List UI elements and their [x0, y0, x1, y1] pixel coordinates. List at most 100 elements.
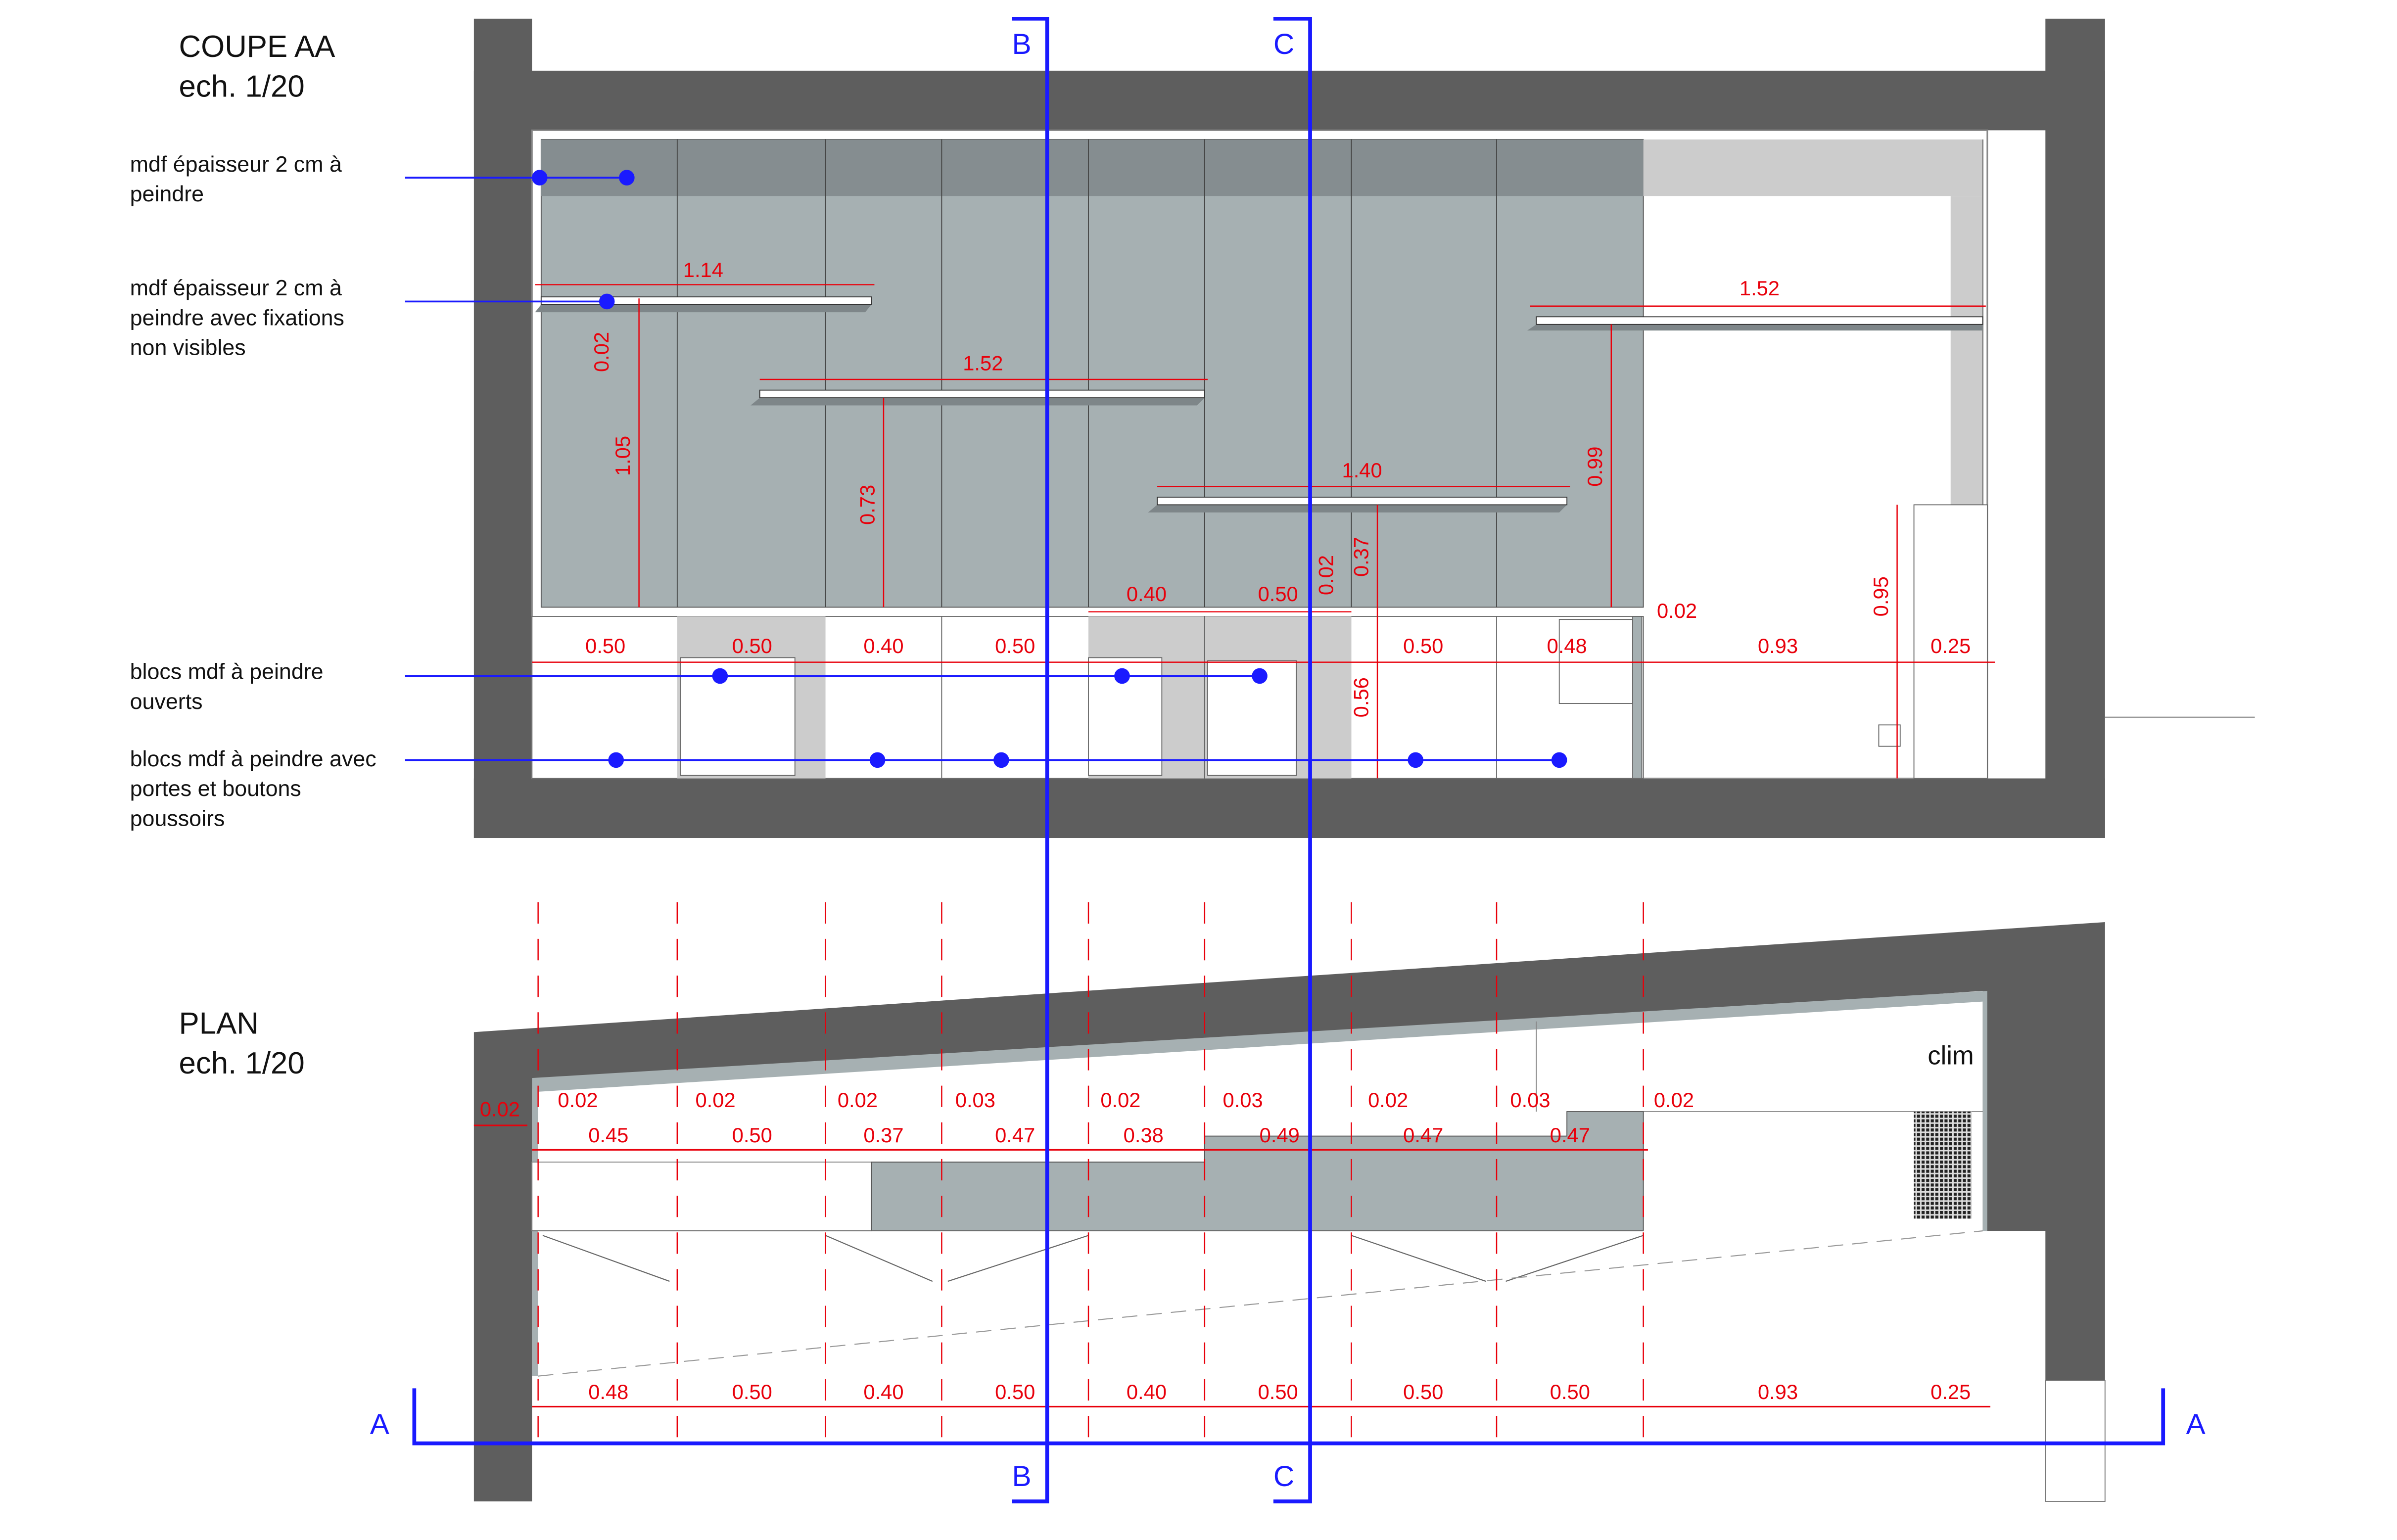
plan-width-label: 0.40 — [863, 1380, 903, 1403]
depth-label: 0.47 — [1550, 1123, 1590, 1147]
window — [2045, 1380, 2106, 1502]
depth-label: 0.37 — [863, 1123, 903, 1147]
thickness-label: 0.02 — [1100, 1088, 1140, 1112]
top-panel — [541, 139, 1644, 196]
door-swings — [542, 1235, 1644, 1282]
shelves — [535, 296, 1983, 513]
height-label: 0.73 — [855, 485, 879, 525]
annotation-text: mdf épaisseur 2 cm à — [130, 276, 342, 300]
cabinet-footprint — [871, 1111, 1644, 1232]
plan-width-label: 0.50 — [1258, 1380, 1298, 1403]
section-label-c-bottom: C — [1273, 1460, 1294, 1493]
width-label: 0.50 — [1403, 634, 1443, 657]
shelf-length-label: 1.40 — [1342, 459, 1382, 482]
shelf-length-label: 1.52 — [1739, 277, 1780, 300]
left-wall — [473, 18, 532, 839]
plan-width-label: 0.50 — [732, 1380, 772, 1403]
gap-label: 0.02 — [1657, 599, 1697, 622]
base-cabinets — [531, 504, 1988, 779]
section-label-b-bottom: B — [1012, 1460, 1032, 1493]
section-lines — [412, 16, 2165, 1503]
section-label-a-left: A — [370, 1408, 390, 1441]
shelf — [1536, 316, 1983, 325]
width-label: 0.40 — [1127, 582, 1167, 606]
grid-lines — [537, 902, 1644, 1445]
width-label: 0.50 — [1258, 582, 1298, 606]
height-label: 0.02 — [590, 332, 613, 372]
clim-label: clim — [1927, 1041, 1974, 1070]
thickness-label: 0.03 — [1510, 1088, 1550, 1112]
section-line-a[interactable] — [412, 1388, 2165, 1446]
height-label: 0.56 — [1349, 677, 1372, 717]
plan-width-label: 0.48 — [588, 1380, 628, 1403]
plan-view — [473, 902, 2106, 1502]
annotation-text: peindre avec fixations — [130, 305, 344, 330]
annotation-text: peindre — [130, 182, 204, 206]
width-label: 0.93 — [1758, 634, 1798, 657]
width-label: 0.40 — [863, 634, 903, 657]
height-label: 0.99 — [1583, 447, 1606, 487]
shelf-length-label: 1.52 — [963, 351, 1003, 374]
right-wall — [2045, 18, 2105, 839]
plan-scale: ech. 1/20 — [179, 1046, 305, 1080]
thickness-label: 0.02 — [838, 1088, 878, 1112]
plan-width-label: 0.93 — [1758, 1380, 1798, 1403]
annotation-text: ouverts — [130, 689, 203, 714]
section-label-c-top: C — [1273, 28, 1294, 60]
annotations: mdf épaisseur 2 cm à peindre mdf épaisseur… — [130, 152, 376, 831]
wall-panel — [540, 139, 1644, 608]
section-line-c[interactable] — [1273, 16, 1312, 1503]
section-label-a-right: A — [2186, 1408, 2206, 1441]
dimension-labels: 1.141.521.401.520.021.050.730.990.370.02… — [480, 258, 1971, 1403]
depth-label: 0.50 — [732, 1123, 772, 1147]
thickness-label: 0.02 — [558, 1088, 598, 1112]
annotation-text: non visibles — [130, 335, 246, 360]
height-label: 1.05 — [611, 436, 634, 476]
shelf — [759, 389, 1205, 399]
annotation-text: blocs mdf à peindre avec — [130, 747, 376, 771]
depth-label: 0.45 — [588, 1123, 628, 1147]
plan-dimension-lines — [473, 1124, 1991, 1407]
depth-label: 0.38 — [1124, 1123, 1164, 1147]
plan-title: PLAN — [179, 1007, 259, 1041]
ceiling-slab — [473, 70, 2105, 131]
thickness-label: 0.02 — [480, 1097, 520, 1120]
plan-walls — [473, 922, 2105, 1502]
depth-label: 0.47 — [995, 1123, 1035, 1147]
thickness-label: 0.03 — [1223, 1088, 1263, 1112]
thickness-label: 0.02 — [1654, 1088, 1694, 1112]
floor-slab — [473, 778, 2105, 839]
section-dimension-lines — [532, 284, 1995, 779]
section-scale: ech. 1/20 — [179, 69, 305, 103]
width-label: 0.48 — [1547, 634, 1587, 657]
annotation-text: mdf épaisseur 2 cm à — [130, 152, 342, 177]
clim-unit — [1914, 1112, 1973, 1219]
height-label: 0.37 — [1349, 537, 1372, 577]
depth-label: 0.47 — [1403, 1123, 1443, 1147]
width-label: 0.50 — [732, 634, 772, 657]
thickness-label: 0.02 — [695, 1088, 735, 1112]
section-aa — [473, 18, 2255, 839]
thickness-label: 0.03 — [955, 1088, 995, 1112]
annotation-text: portes et boutons — [130, 776, 301, 801]
annotation-text: poussoirs — [130, 806, 225, 831]
thickness-label: 0.02 — [1368, 1088, 1408, 1112]
section-title: COUPE AA — [179, 30, 336, 64]
plan-width-label: 0.50 — [995, 1380, 1035, 1403]
width-label: 0.50 — [585, 634, 625, 657]
width-label: 0.25 — [1930, 634, 1971, 657]
annotation-leaders — [405, 170, 1567, 768]
height-label: 0.02 — [1314, 555, 1337, 595]
plan-width-label: 0.50 — [1550, 1380, 1590, 1403]
plan-width-label: 0.50 — [1403, 1380, 1443, 1403]
section-label-b-top: B — [1012, 28, 1032, 60]
height-label: 0.95 — [1869, 576, 1892, 616]
section-line-b[interactable] — [1012, 16, 1049, 1503]
width-label: 0.50 — [995, 634, 1035, 657]
plan-width-label: 0.40 — [1127, 1380, 1167, 1403]
plan-width-label: 0.25 — [1930, 1380, 1971, 1403]
shelf — [1157, 497, 1568, 506]
annotation-text: blocs mdf à peindre — [130, 659, 324, 684]
